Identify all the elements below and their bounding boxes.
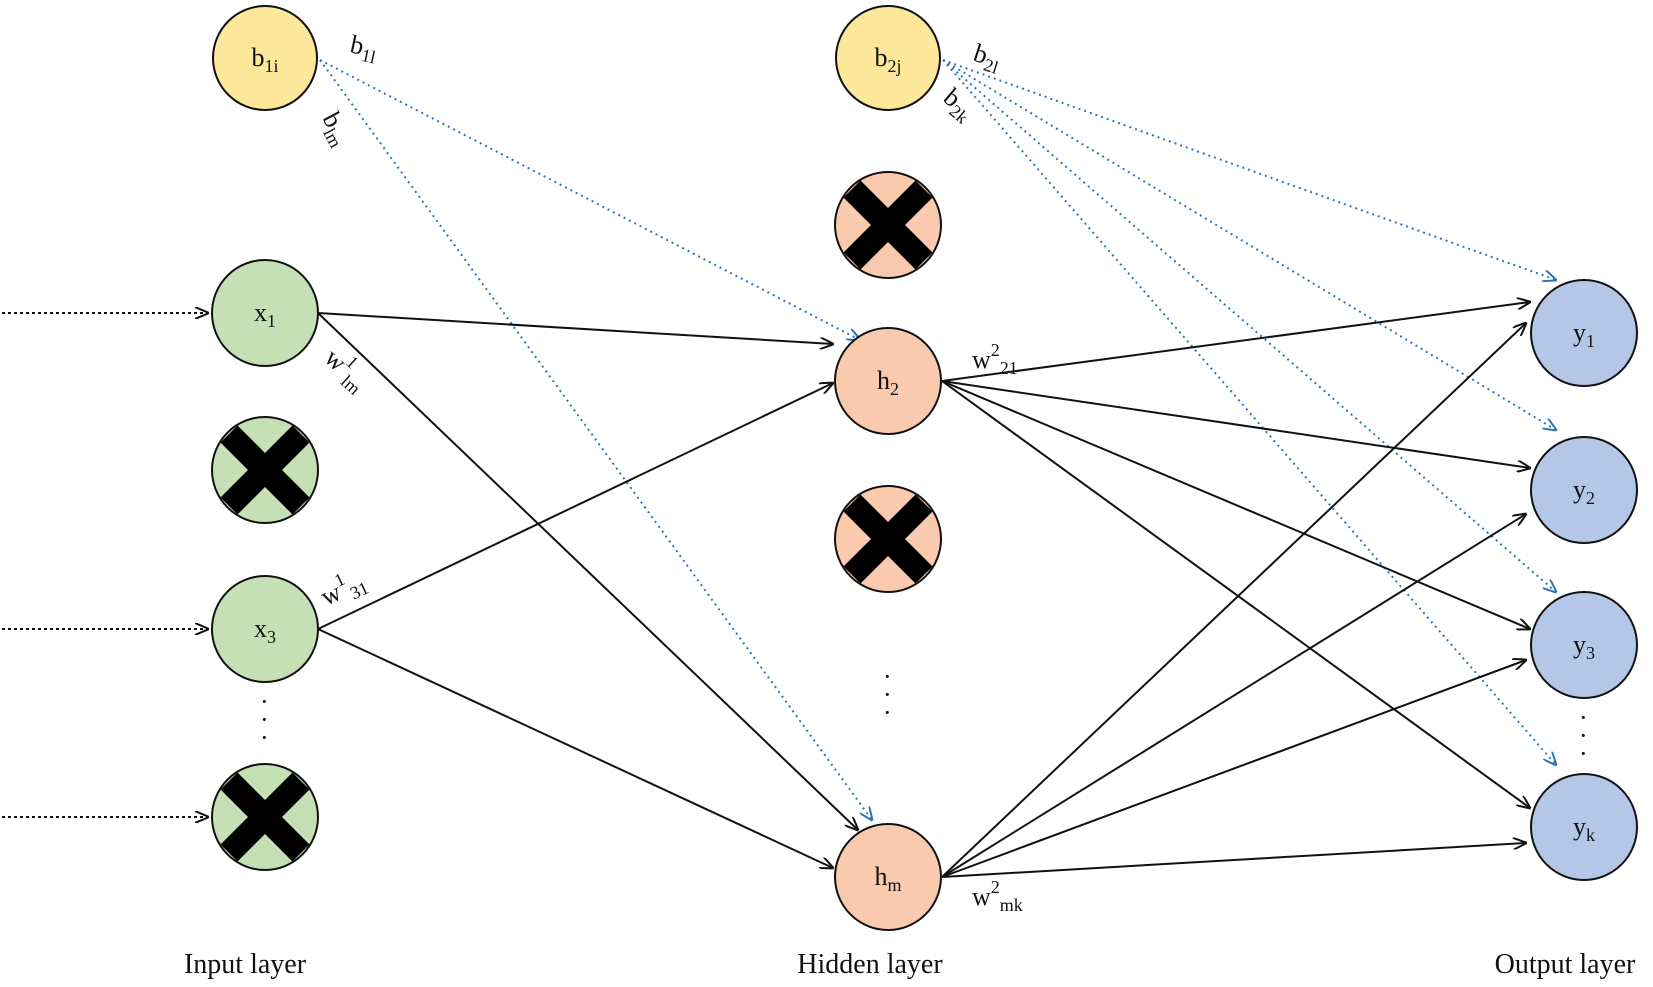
input-ellipsis-dot: ·	[260, 723, 269, 752]
output-node-y2-label: y2	[1573, 475, 1595, 508]
edge-labels: b1l blm b2l b2k w1lm w131 w221 w2mk	[313, 30, 1023, 915]
edge-hm-y2	[941, 514, 1526, 878]
input-ellipsis: · · ·	[260, 687, 269, 752]
output-ellipsis-dot: ·	[1579, 721, 1588, 750]
input-node-x1-label: x1	[254, 298, 276, 331]
edge-label-w1-lm: w1lm	[316, 339, 376, 399]
bias-edge-b2-y3	[942, 59, 1556, 592]
edge-label-b2k: b2k	[936, 82, 981, 127]
input-arrows	[2, 313, 208, 817]
output-node-yk-circle	[1530, 773, 1638, 881]
hidden-node-hm-circle	[834, 823, 942, 931]
output-ellipsis-dot: ·	[1579, 703, 1588, 732]
bias-nodes: b1i b2j	[212, 5, 941, 111]
edge-label-b1l: b1l	[347, 30, 380, 68]
hidden-node-hm-label: hm	[874, 862, 901, 895]
input-layer-label: Input layer	[184, 949, 307, 980]
edge-h2-y3	[941, 380, 1530, 629]
hidden-layer-label: Hidden layer	[797, 949, 943, 980]
bias-node-b2-label: b2j	[874, 43, 901, 76]
hidden-nodes: h2 · · · hm	[834, 171, 942, 931]
dropout-cross-icon	[220, 425, 310, 515]
hidden-ellipsis-dot: ·	[883, 698, 892, 727]
dropped-input-node-2	[211, 763, 319, 871]
dropout-cross-icon	[220, 772, 310, 862]
dropout-cross-icon	[843, 494, 933, 584]
bias-node-b1: b1i	[212, 5, 318, 111]
input-node-x3-label: x3	[254, 614, 276, 647]
bias-node-b1-label: b1i	[251, 43, 278, 76]
input-nodes: x1 x3 · · ·	[211, 259, 319, 871]
output-layer-label: Output layer	[1495, 949, 1636, 980]
bias-edge-b1-hm	[319, 59, 872, 820]
edge-x3-h2	[317, 383, 833, 630]
edge-label-b1m: blm	[313, 107, 357, 151]
edge-x3-hm	[317, 628, 833, 868]
edge-h2-y1	[941, 302, 1530, 382]
output-nodes: y1 y2 y3 · · · yk	[1530, 279, 1638, 881]
bias-node-b2-circle	[835, 5, 941, 111]
bias-node-b2: b2j	[835, 5, 941, 111]
hidden-node-h2: h2	[834, 327, 942, 435]
bias-edge-b1-h2	[319, 59, 860, 340]
output-node-y1: y1	[1530, 279, 1638, 387]
output-ellipsis-dot: ·	[1579, 739, 1588, 768]
bias-edge-b2-y1	[942, 59, 1556, 280]
bias-edge-b2-y2	[942, 59, 1556, 430]
edge-hm-yk	[941, 843, 1526, 878]
bias-node-b1-circle	[212, 5, 318, 111]
output-node-y1-circle	[1530, 279, 1638, 387]
bias-edges	[319, 59, 1556, 820]
hidden-ellipsis: · · ·	[883, 662, 892, 727]
edge-x1-h2	[317, 312, 833, 344]
input-ellipsis-dot: ·	[260, 687, 269, 716]
output-node-y3: y3	[1530, 591, 1638, 699]
edge-hm-y3	[941, 660, 1526, 878]
input-node-x3-circle	[211, 575, 319, 683]
output-node-yk-label: yk	[1573, 812, 1595, 845]
hidden-node-hm: hm	[834, 823, 942, 931]
hidden-node-h2-circle	[834, 327, 942, 435]
dropped-hidden-node-2	[834, 485, 942, 593]
output-node-yk: yk	[1530, 773, 1638, 881]
edge-h2-yk	[941, 380, 1530, 808]
dropped-input-node-1	[211, 416, 319, 524]
edge-label-w2-21: w221	[972, 340, 1018, 378]
hidden-node-h2-label: h2	[877, 366, 899, 399]
output-ellipsis: · · ·	[1579, 703, 1588, 768]
layer-labels: Input layer Hidden layer Output layer	[184, 949, 1636, 980]
edge-x1-hm	[317, 312, 858, 830]
output-node-y2: y2	[1530, 436, 1638, 544]
output-node-y3-label: y3	[1573, 630, 1595, 663]
input-node-x1: x1	[211, 259, 319, 367]
hidden-ellipsis-dot: ·	[883, 662, 892, 691]
output-node-y2-circle	[1530, 436, 1638, 544]
edge-h2-y2	[941, 380, 1530, 468]
output-node-y1-label: y1	[1573, 318, 1595, 351]
input-node-x3: x3	[211, 575, 319, 683]
dropped-hidden-node-1	[834, 171, 942, 279]
dropout-cross-icon	[843, 180, 933, 270]
edge-label-b2l: b2l	[969, 38, 1005, 78]
edge-hm-y1	[941, 323, 1526, 878]
weight-edges	[317, 302, 1530, 878]
input-node-x1-circle	[211, 259, 319, 367]
output-node-y3-circle	[1530, 591, 1638, 699]
bias-edge-b2-yk	[942, 59, 1556, 765]
input-ellipsis-dot: ·	[260, 705, 269, 734]
edge-label-w2-mk: w2mk	[972, 877, 1023, 915]
hidden-ellipsis-dot: ·	[883, 680, 892, 709]
